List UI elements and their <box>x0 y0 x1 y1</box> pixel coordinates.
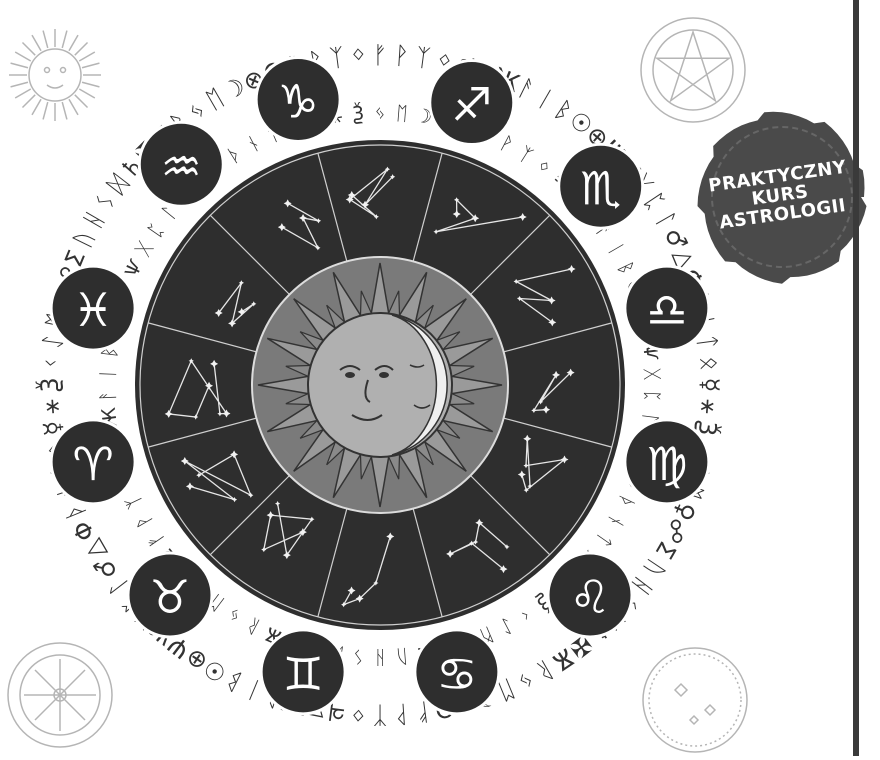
ring-glyph: ᚠ <box>144 529 169 551</box>
aries-sign-icon: ♈ <box>51 420 135 504</box>
sign-glyph: ♎ <box>646 283 687 337</box>
sign-glyph: ♓ <box>72 283 113 337</box>
ring-glyph: ᚺ <box>374 646 385 668</box>
ring-glyph: ᚲ <box>36 355 65 371</box>
sun-face-icon <box>9 29 101 121</box>
ring-glyph: ᚾ <box>603 511 628 532</box>
ring-glyph: ᛜ <box>350 41 366 70</box>
taurus-sign-icon: ♉ <box>128 553 212 637</box>
sign-glyph: ♉ <box>149 570 190 624</box>
capricorn-sign-icon: ♑ <box>256 58 340 142</box>
ring-glyph: ᚦ <box>613 492 638 512</box>
ring-glyph: ᚹ <box>393 700 409 729</box>
badge-title: PRAKTYCZNY KURS ASTROLOGII <box>683 89 878 301</box>
ring-glyph: ᛟ <box>695 355 724 371</box>
ring-glyph: Ѱ <box>121 256 148 281</box>
sign-glyph: ♋ <box>436 647 477 701</box>
scorpio-sign-icon: ♏ <box>559 144 643 228</box>
gemini-sign-icon: ♊ <box>261 630 345 714</box>
ring-glyph: ᛏ <box>592 529 617 551</box>
ring-glyph: ᛉ <box>373 701 387 729</box>
ring-glyph: ᚦ <box>224 143 245 168</box>
virgo-sign-icon: ♍ <box>625 420 709 504</box>
ring-glyph: ᛁ <box>97 368 119 380</box>
sign-glyph: ♈ <box>72 437 113 491</box>
sun-moon-face-icon <box>258 263 502 507</box>
ring-glyph: ᛃ <box>224 603 245 628</box>
sign-glyph: ♍ <box>646 437 687 491</box>
ring-glyph: ᚹ <box>393 41 409 70</box>
ring-glyph: ᛒ <box>613 259 638 279</box>
moon-map-icon <box>643 648 747 752</box>
sign-glyph: ♐ <box>451 78 492 132</box>
ring-glyph: ᛁ <box>603 239 628 260</box>
sign-glyph: ♏ <box>580 161 621 215</box>
ring-glyph: ᚲ <box>515 603 536 628</box>
sign-glyph: ♊ <box>283 647 324 701</box>
ring-glyph: ⚹ <box>695 398 724 414</box>
ring-glyph: ᚹ <box>132 511 157 532</box>
ring-glyph: ☿ <box>696 378 724 393</box>
sagittarius-sign-icon: ♐ <box>430 61 514 145</box>
ring-glyph: ᛜ <box>350 700 366 729</box>
ring-glyph: ᚷ <box>132 238 157 259</box>
ring-glyph: ᛈ <box>144 220 169 242</box>
pisces-sign-icon: ♓ <box>51 266 135 350</box>
ring-glyph: ᛃ <box>513 665 538 696</box>
sigil-seal-icon <box>8 643 112 747</box>
ring-glyph: ᚢ <box>68 226 99 251</box>
ring-glyph: ᛜ <box>532 155 554 179</box>
ring-glyph: ⚹ <box>36 398 65 414</box>
ring-glyph: ᚾ <box>243 132 263 157</box>
ring-glyph: ᛉ <box>414 43 432 73</box>
ring-glyph: ᛉ <box>122 492 147 512</box>
ring-glyph: ᛃ <box>374 102 385 124</box>
ring-glyph: Ѯ <box>351 101 365 125</box>
ring-glyph: ᚨ <box>97 390 119 402</box>
leo-sign-icon: ♌ <box>548 553 632 637</box>
cancer-sign-icon: ♋ <box>415 630 499 714</box>
ring-glyph: ᚠ <box>373 41 387 69</box>
sign-glyph: ♌ <box>569 570 610 624</box>
ring-glyph: ᛖ <box>395 102 408 125</box>
ring-glyph: ᛉ <box>515 143 536 168</box>
aquarius-sign-icon: ♒ <box>139 122 223 206</box>
course-badge: PRAKTYCZNY KURS ASTROLOGII <box>695 100 865 290</box>
ring-glyph: ᛈ <box>641 390 663 402</box>
ring-glyph: ᛉ <box>328 43 346 73</box>
ring-glyph: ᚢ <box>395 645 408 668</box>
sign-glyph: ♒ <box>161 139 202 193</box>
ring-glyph: ᚷ <box>641 368 663 381</box>
ring-glyph: ᛇ <box>496 613 516 638</box>
ring-glyph: ᚱ <box>243 613 263 638</box>
sign-glyph: ♑ <box>278 75 319 129</box>
ring-glyph: Ѯ <box>34 377 64 392</box>
ring-glyph: ᛊ <box>352 645 365 668</box>
sun-face <box>308 313 452 457</box>
